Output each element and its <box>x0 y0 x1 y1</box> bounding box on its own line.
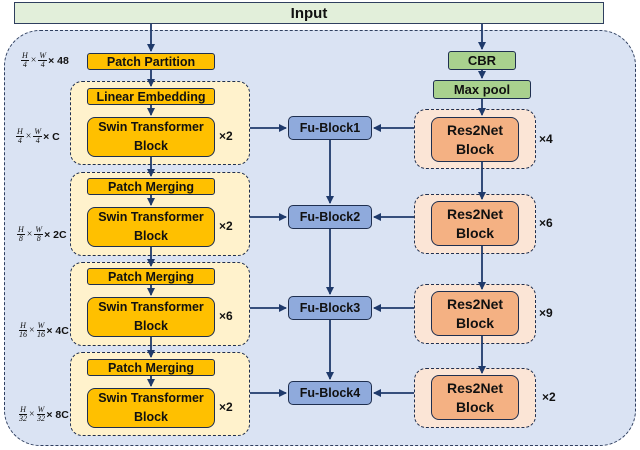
res2net-block-1-line2: Block <box>455 140 495 157</box>
swin-block-2-line2: Block <box>133 229 169 243</box>
dim-1-h-den: 4 <box>17 136 22 145</box>
dim-3-suffix: × 4C <box>46 324 69 337</box>
res2net-block-2: Res2Net Block <box>431 201 519 246</box>
dim-0-h-den: 4 <box>22 60 27 69</box>
fu-block-3: Fu-Block3 <box>288 296 372 320</box>
fu-block-2: Fu-Block2 <box>288 205 372 229</box>
swin-block-1-repeat: ×2 <box>219 129 233 143</box>
input-node: Input <box>14 2 604 24</box>
res2net-block-2-repeat: ×6 <box>539 216 553 230</box>
swin-transformer-block-2: Swin Transformer Block <box>87 207 215 247</box>
res2net-block-4-line1: Res2Net <box>446 379 504 396</box>
res2net-block-4: Res2Net Block <box>431 375 519 420</box>
dim-2-w-den: 8 <box>36 234 41 243</box>
swin-transformer-block-3: Swin Transformer Block <box>87 297 215 337</box>
dim-4-suffix: × 8C <box>46 408 69 421</box>
patch-merging-node-2: Patch Merging <box>87 268 215 285</box>
res2net-block-2-line1: Res2Net <box>446 205 504 222</box>
fu-block-4: Fu-Block4 <box>288 381 372 405</box>
dim-1-w-den: 4 <box>35 136 40 145</box>
res2net-block-4-repeat: ×2 <box>542 390 556 404</box>
res2net-block-2-line2: Block <box>455 224 495 241</box>
swin-block-4-line2: Block <box>133 410 169 424</box>
swin-block-2-line1: Swin Transformer <box>98 210 204 224</box>
patch-merging-node-3: Patch Merging <box>87 359 215 376</box>
dim-2-suffix: × 2C <box>44 228 67 241</box>
res2net-block-1: Res2Net Block <box>431 117 519 162</box>
res2net-block-3-repeat: ×9 <box>539 306 553 320</box>
dim-0-w-den: 4 <box>40 60 45 69</box>
swin-block-4-repeat: ×2 <box>219 400 233 414</box>
swin-block-1-line1: Swin Transformer <box>98 120 204 134</box>
dim-2-h-den: 8 <box>18 234 23 243</box>
patch-partition-node: Patch Partition <box>87 53 215 70</box>
dim-4-h-den: 32 <box>19 414 27 423</box>
swin-block-3-line2: Block <box>133 319 169 333</box>
dim-3-h-den: 16 <box>19 330 27 339</box>
dim-0-suffix: × 48 <box>48 54 69 67</box>
cbr-node: CBR <box>448 51 516 70</box>
res2net-block-3-line1: Res2Net <box>446 295 504 312</box>
res2net-block-1-line1: Res2Net <box>446 121 504 138</box>
swin-transformer-block-4: Swin Transformer Block <box>87 388 215 428</box>
dim-3-w-den: 16 <box>36 330 45 339</box>
swin-block-2-repeat: ×2 <box>219 219 233 233</box>
res2net-block-3-line2: Block <box>455 314 495 331</box>
swin-transformer-block-1: Swin Transformer Block <box>87 117 215 157</box>
res2net-block-4-line2: Block <box>455 398 495 415</box>
swin-block-1-line2: Block <box>133 139 169 153</box>
max-pool-node: Max pool <box>433 80 531 99</box>
res2net-block-3: Res2Net Block <box>431 291 519 336</box>
swin-block-4-line1: Swin Transformer <box>98 391 204 405</box>
dim-4-w-den: 32 <box>36 414 45 423</box>
dim-1-suffix: × C <box>43 130 60 143</box>
linear-embedding-node: Linear Embedding <box>87 88 215 105</box>
fu-block-1: Fu-Block1 <box>288 116 372 140</box>
swin-block-3-repeat: ×6 <box>219 309 233 323</box>
res2net-block-1-repeat: ×4 <box>539 132 553 146</box>
patch-merging-node-1: Patch Merging <box>87 178 215 195</box>
swin-block-3-line1: Swin Transformer <box>98 300 204 314</box>
